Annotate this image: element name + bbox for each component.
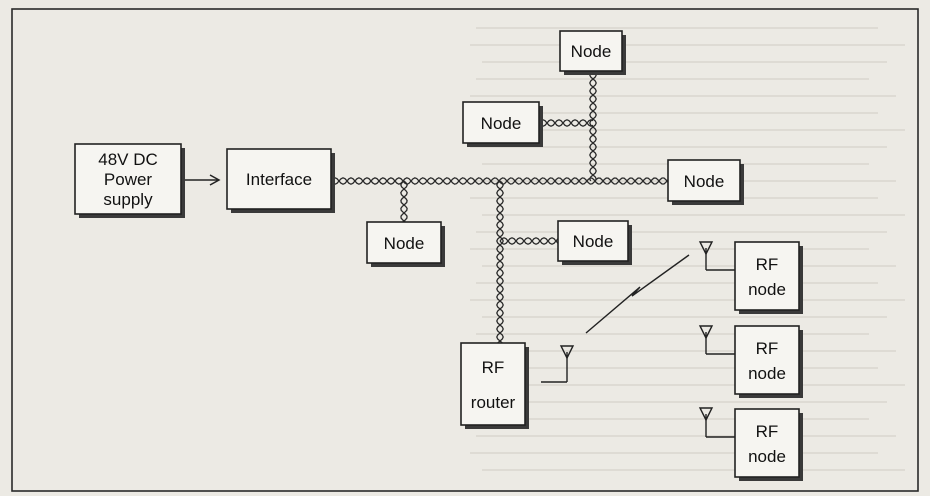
twisted-pair-cables [330, 70, 669, 344]
node-box: Node [667, 159, 744, 205]
power-supply-label-line1: 48V DC [98, 150, 158, 169]
cable-top-node [589, 70, 597, 182]
background-texture [470, 27, 905, 471]
cable-left-node [538, 119, 594, 127]
rf-node-label-line1: RF [756, 339, 779, 358]
node-label: Node [573, 232, 614, 251]
rf-node-label-line2: node [748, 447, 786, 466]
cable-left-node [538, 119, 594, 127]
node-box: Node [557, 220, 632, 265]
rf-node-antenna-icon [698, 325, 735, 355]
node-label: Node [481, 114, 522, 133]
power-supply-box: 48V DC Power supply [74, 143, 185, 218]
node-label: Node [384, 234, 425, 253]
node-box: Node [559, 30, 626, 75]
rf-node-antenna-icon [698, 241, 735, 271]
rf-router-box: RF router [460, 342, 529, 429]
node-label: Node [571, 42, 612, 61]
power-arrow [183, 174, 221, 186]
rf-node-label-line1: RF [756, 255, 779, 274]
power-supply-label-line3: supply [103, 190, 153, 209]
rf-node-box: RF node [734, 408, 803, 481]
router-antenna-icon [541, 345, 575, 383]
cable-lower-node [400, 180, 408, 223]
rf-node-box: RF node [734, 325, 803, 398]
wireless-link [585, 254, 690, 334]
node-box: Node [462, 101, 543, 147]
rf-node-label-line2: node [748, 364, 786, 383]
cable-router-drop [496, 180, 504, 344]
power-supply-label-line2: Power [104, 170, 153, 189]
rf-node-label-line2: node [748, 280, 786, 299]
rf-node-label-line1: RF [756, 422, 779, 441]
cable-router-drop [496, 180, 504, 344]
rf-node-box: RF node [734, 241, 803, 314]
node-label: Node [684, 172, 725, 191]
node-box: Node [366, 221, 445, 267]
rf-node-antenna-icon [698, 407, 735, 438]
cable-lower-node [400, 180, 408, 223]
cable-mid-node [499, 237, 559, 245]
rf-router-label-line2: router [471, 393, 516, 412]
rf-router-label-line1: RF [482, 358, 505, 377]
interface-box: Interface [226, 148, 335, 213]
interface-label: Interface [246, 170, 312, 189]
diagram-frame [11, 8, 919, 492]
